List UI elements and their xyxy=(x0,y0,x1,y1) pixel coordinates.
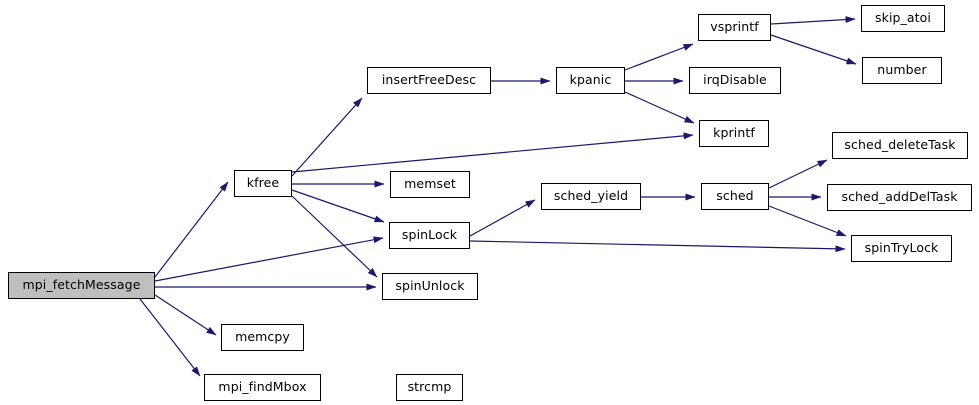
graph-node-label: sched xyxy=(716,188,754,204)
graph-node-kprintf[interactable]: kprintf xyxy=(699,120,769,147)
graph-edge-mpi_fetchMessage-to-kfree xyxy=(154,181,229,278)
graph-node-label: mpi_findMbox xyxy=(218,379,307,395)
graph-edge-vsprintf-to-skip_atoi xyxy=(770,16,856,25)
graph-edge-sched-to-sched_deleteTask xyxy=(768,159,828,189)
graph-node-label: memset xyxy=(404,176,456,192)
graph-node-label: spinLock xyxy=(401,227,458,243)
graph-node-kfree[interactable]: kfree xyxy=(234,170,292,197)
graph-node-label: sched_yield xyxy=(553,188,629,204)
graph-edge-kpanic-to-kprintf xyxy=(624,91,695,124)
graph-edge-kfree-to-kprintf xyxy=(291,132,694,173)
graph-edge-mpi_fetchMessage-to-memcpy xyxy=(154,294,217,336)
graph-node-spinLock[interactable]: spinLock xyxy=(389,222,470,249)
graph-edge-kpanic-to-vsprintf xyxy=(624,43,694,71)
graph-node-spinTryLock[interactable]: spinTryLock xyxy=(851,235,952,262)
graph-node-label: insertFreeDesc xyxy=(381,72,477,88)
graph-node-label: sched_deleteTask xyxy=(844,137,956,153)
graph-node-memcpy[interactable]: memcpy xyxy=(221,324,304,351)
graph-node-strcmp[interactable]: strcmp xyxy=(396,374,463,401)
graph-node-label: memcpy xyxy=(235,329,290,345)
graph-node-sched_yield[interactable]: sched_yield xyxy=(541,183,641,210)
graph-node-vsprintf[interactable]: vsprintf xyxy=(698,14,771,41)
graph-edge-spinLock-to-sched_yield xyxy=(469,199,536,237)
graph-edge-vsprintf-to-number xyxy=(770,34,857,65)
graph-node-label: spinUnlock xyxy=(395,278,465,294)
graph-node-kpanic[interactable]: kpanic xyxy=(556,67,625,94)
graph-node-sched_addDelTask[interactable]: sched_addDelTask xyxy=(827,184,972,211)
graph-node-mpi_fetchMessage[interactable]: mpi_fetchMessage xyxy=(8,272,155,299)
graph-edge-spinLock-to-spinTryLock xyxy=(469,240,846,253)
graph-node-label: strcmp xyxy=(407,379,452,395)
graph-node-label: kprintf xyxy=(713,125,755,141)
graph-node-sched[interactable]: sched xyxy=(701,183,769,210)
graph-node-label: skip_atoi xyxy=(875,10,931,26)
graph-node-label: mpi_fetchMessage xyxy=(22,277,141,293)
graph-edge-kfree-to-spinLock xyxy=(291,189,385,223)
graph-node-label: irqDisable xyxy=(703,72,767,88)
graph-node-spinUnlock[interactable]: spinUnlock xyxy=(382,273,478,300)
graph-node-irqDisable[interactable]: irqDisable xyxy=(689,67,781,94)
graph-node-label: kfree xyxy=(246,175,280,191)
graph-edge-kfree-to-insertFreeDesc xyxy=(291,97,363,177)
graph-node-memset[interactable]: memset xyxy=(390,171,470,198)
graph-node-skip_atoi[interactable]: skip_atoi xyxy=(861,5,945,32)
graph-edge-mpi_fetchMessage-to-mpi_findMbox xyxy=(139,298,201,377)
graph-edge-kfree-to-spinUnlock xyxy=(291,195,378,278)
graph-node-label: kpanic xyxy=(569,72,612,88)
graph-node-sched_deleteTask[interactable]: sched_deleteTask xyxy=(832,132,968,159)
graph-node-label: vsprintf xyxy=(710,19,759,35)
graph-node-mpi_findMbox[interactable]: mpi_findMbox xyxy=(204,374,321,401)
graph-node-label: number xyxy=(877,62,927,78)
graph-node-label: sched_addDelTask xyxy=(841,189,958,205)
graph-node-insertFreeDesc[interactable]: insertFreeDesc xyxy=(367,67,491,94)
graph-edge-sched-to-spinTryLock xyxy=(768,205,847,237)
graph-edge-mpi_fetchMessage-to-spinLock xyxy=(154,236,384,282)
graph-node-number[interactable]: number xyxy=(862,57,942,84)
graph-node-label: spinTryLock xyxy=(864,240,939,256)
